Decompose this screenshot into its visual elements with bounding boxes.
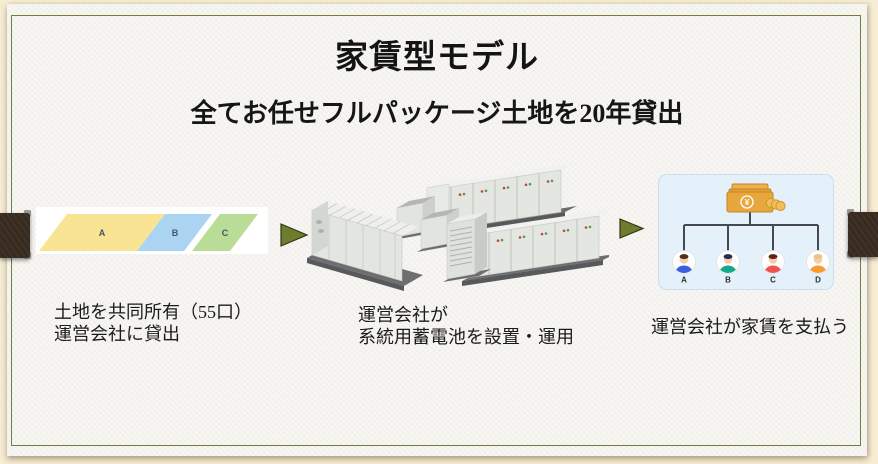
battery-cabinet-row-front (462, 209, 609, 286)
org-caption: 運営会社が家賃を支払う (651, 317, 849, 337)
parcel-a-label: A (99, 228, 106, 238)
battery-caption-line1: 運営会社が (358, 305, 448, 325)
member-label: B (725, 276, 731, 285)
member-avatar-d: D (806, 250, 830, 285)
battery-storage-illustration (307, 163, 609, 291)
land-caption: 土地を共同所有（55口） 運営会社に貸出 (54, 301, 252, 345)
slide-surface: 家賃型モデル 全てお任せフルパッケージ土地を20年貸出 A B C (7, 4, 867, 456)
land-caption-line2: 運営会社に貸出 (54, 324, 180, 344)
member-avatar-a: A (672, 250, 696, 285)
connector-lines (683, 212, 819, 251)
parcel-c-shape (192, 214, 258, 251)
left-edge-ribbon (0, 213, 30, 258)
member-label: D (815, 276, 821, 285)
land-caption-line1: 土地を共同所有（55口） (54, 302, 252, 322)
arrow-right-icon (619, 218, 645, 239)
slide-title: 家賃型モデル (335, 40, 539, 76)
parcel-a-shape (39, 214, 165, 251)
member-label: A (681, 276, 687, 285)
right-edge-ribbon (848, 212, 878, 257)
org-chart-panel: ¥ A (658, 174, 834, 290)
org-chart-graphic: ¥ A (672, 183, 830, 285)
member-label: C (770, 276, 776, 285)
arrow-right-icon (280, 223, 309, 247)
slide-subtitle: 全てお任せフルパッケージ土地を20年貸出 (190, 99, 684, 128)
member-avatar-c: C (761, 250, 785, 285)
battery-caption-line2: 系統用蓄電池を設置・運用 (358, 327, 574, 347)
parcel-c-label: C (222, 228, 229, 238)
yen-symbol: ¥ (745, 197, 750, 207)
money-icon: ¥ (726, 183, 786, 213)
land-parcels-diagram: A B C (36, 207, 268, 254)
container-unit (307, 201, 423, 291)
parcel-b-shape (137, 214, 212, 251)
parcel-b-label: B (172, 228, 179, 238)
member-avatar-b: B (716, 250, 740, 285)
battery-caption: 運営会社が 系統用蓄電池を設置・運用 (358, 304, 574, 348)
